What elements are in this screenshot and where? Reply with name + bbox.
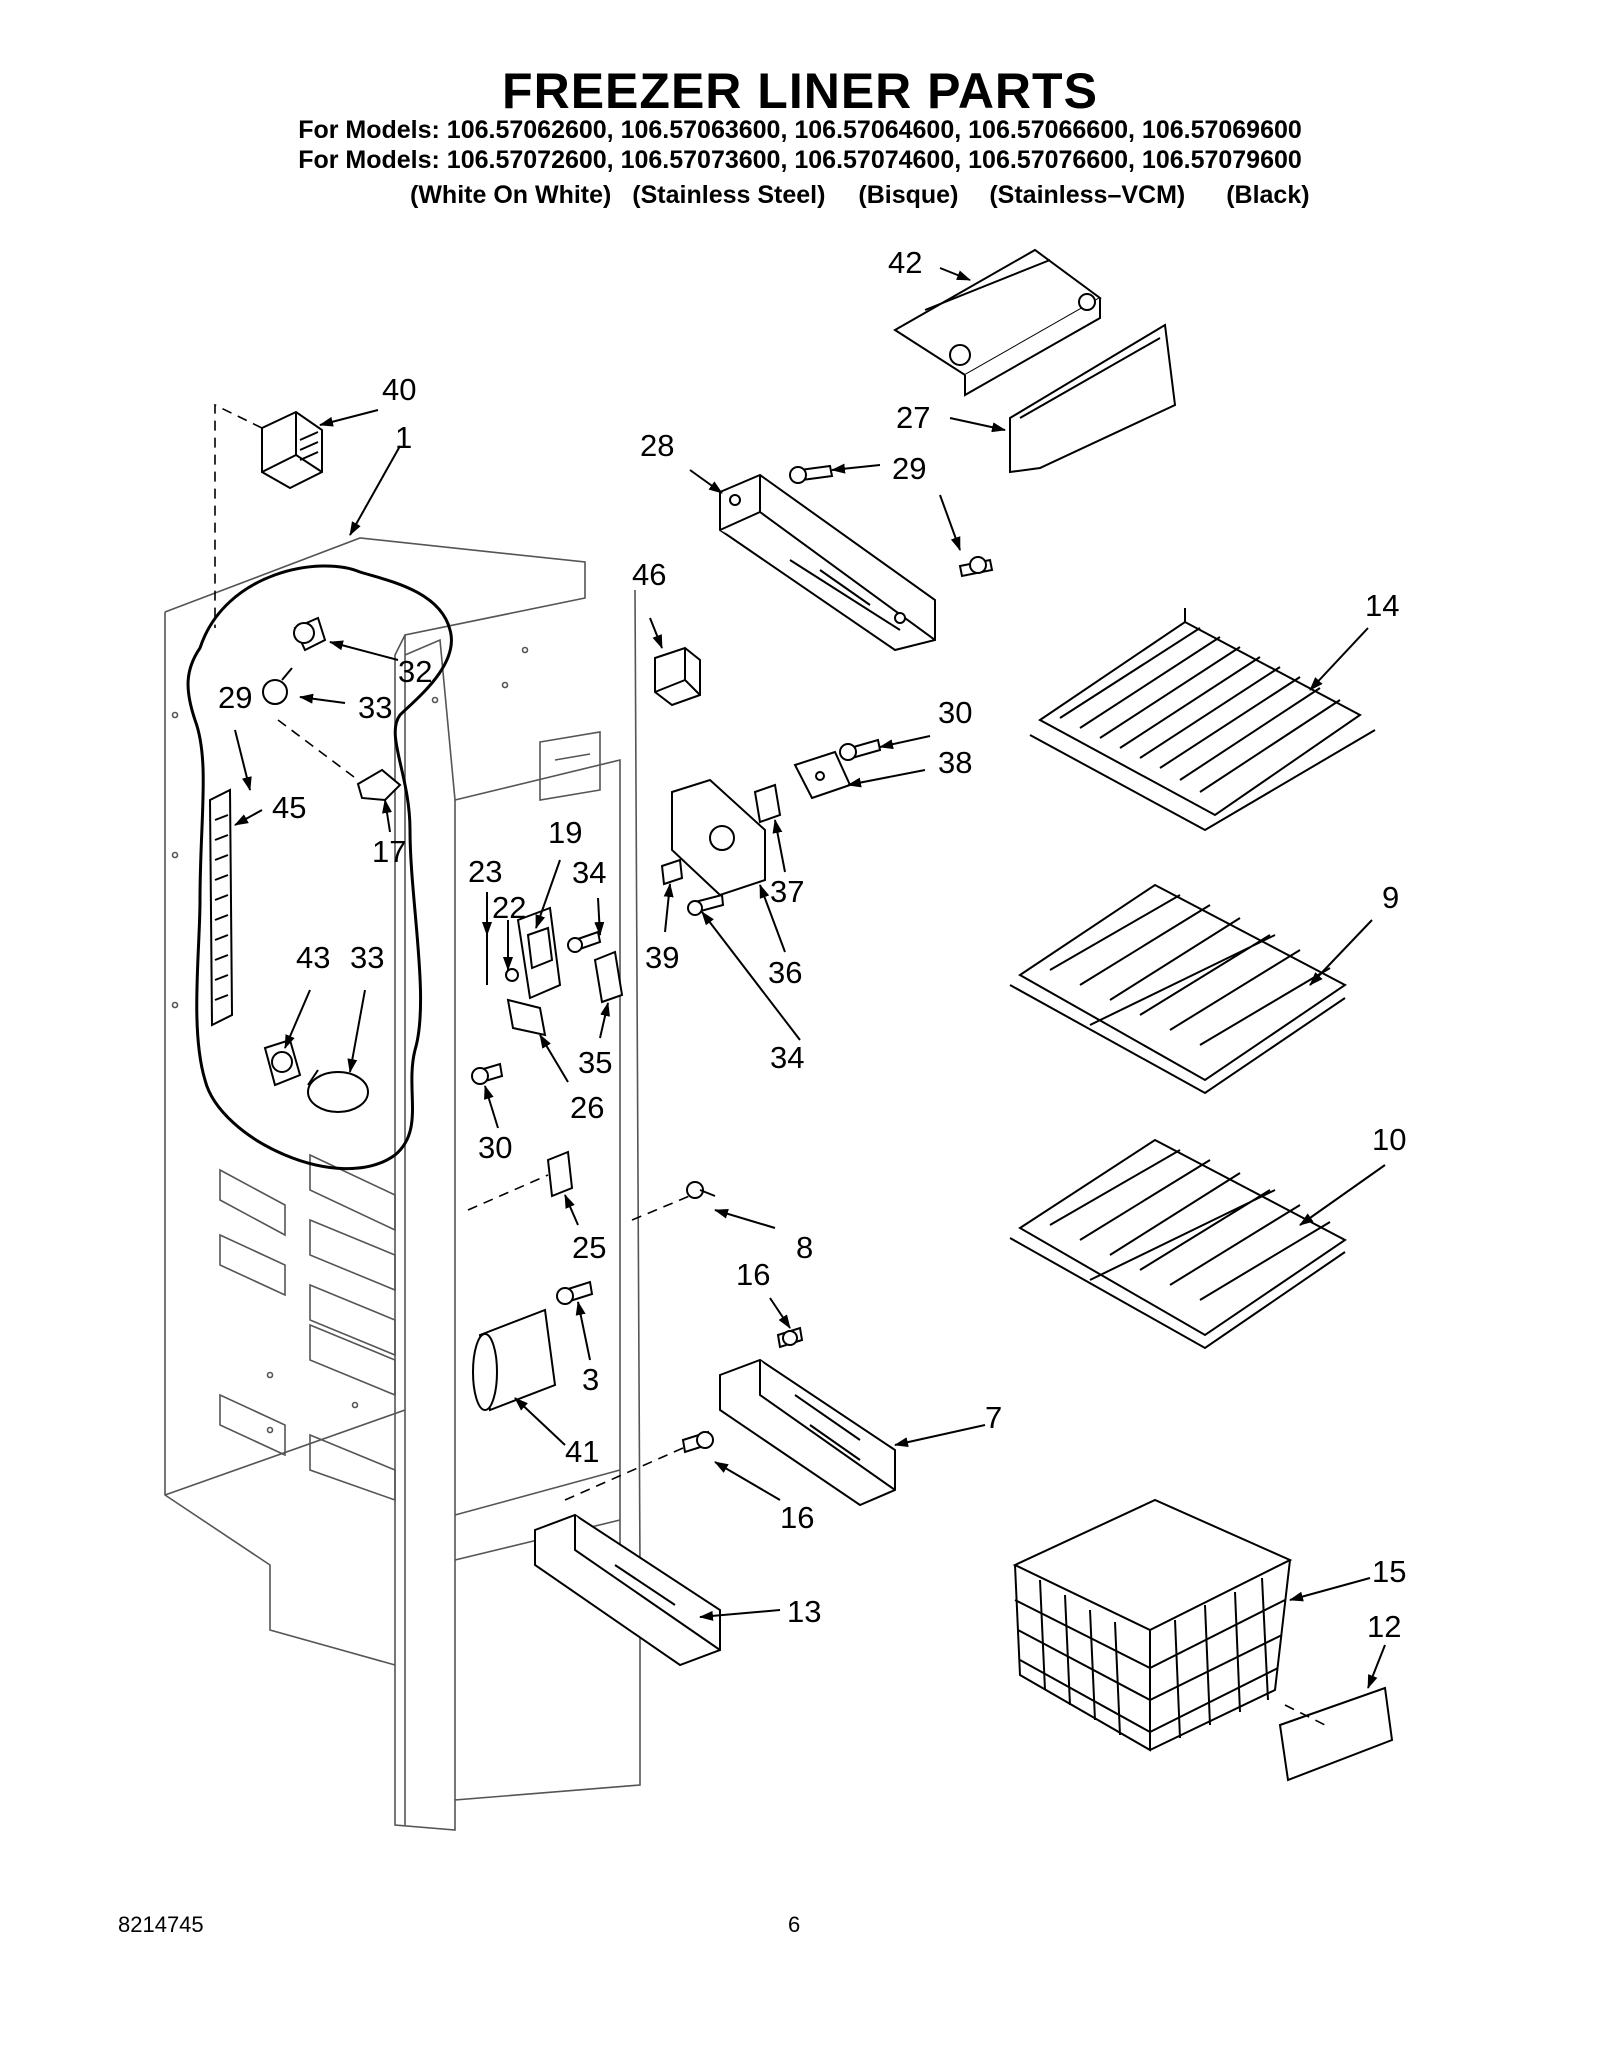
callout-30-lower: 30: [478, 1130, 512, 1165]
callout-7: 7: [985, 1400, 1002, 1435]
document-number: 8214745: [118, 1912, 204, 1937]
callout-13: 13: [787, 1594, 821, 1629]
callout-16-lower: 16: [780, 1500, 814, 1535]
callout-17: 17: [372, 834, 406, 869]
callout-8: 8: [796, 1230, 813, 1265]
callout-labels: 42 27 28 29 40 1 46 14 32 29 33 30 38 45…: [218, 245, 1406, 1644]
callout-42: 42: [888, 245, 922, 280]
callout-39: 39: [645, 940, 679, 975]
dashed-leaders: [214, 403, 1326, 1726]
callout-29-left: 29: [218, 680, 252, 715]
model-list-line-2: For Models: 106.57072600, 106.57073600, …: [298, 146, 1302, 174]
page-title: FREEZER LINER PARTS: [502, 63, 1098, 119]
callout-45: 45: [272, 790, 306, 825]
page-number: 6: [788, 1912, 801, 1937]
part-45-light-shield: [208, 788, 234, 1027]
callout-38: 38: [938, 745, 972, 780]
callout-27: 27: [896, 400, 930, 435]
callout-1: 1: [395, 420, 412, 455]
part-3-screw: [556, 1280, 594, 1305]
callout-46: 46: [632, 557, 666, 592]
callout-26: 26: [570, 1090, 604, 1125]
part-35-clip: [593, 950, 624, 1004]
part-control-housing: [671, 778, 766, 897]
callout-43: 43: [296, 940, 330, 975]
callout-23: 23: [468, 854, 502, 889]
part-46-clip: [654, 646, 701, 707]
callout-25: 25: [572, 1230, 606, 1265]
part-39-knob: [660, 858, 684, 886]
finish-bisque: (Bisque): [858, 181, 959, 209]
part-32-light-socket: [293, 616, 327, 652]
part-38-board: [793, 750, 852, 800]
part-16-screw-2: [681, 1430, 714, 1454]
part-27-cover: [1009, 323, 1177, 474]
part-16-screw: [776, 1326, 804, 1349]
part-37-bracket: [753, 783, 782, 824]
finish-stainless-vcm: (Stainless–VCM): [989, 181, 1186, 209]
finish-white: (White On White): [410, 181, 612, 209]
callout-36: 36: [768, 955, 802, 990]
callout-9: 9: [1382, 880, 1399, 915]
callout-19: 19: [548, 815, 582, 850]
callout-30-top: 30: [938, 695, 972, 730]
part-19-housing: [516, 906, 562, 1000]
part-10-wire-shelf: [1009, 1138, 1347, 1350]
part-8-screw: [686, 1181, 716, 1199]
callout-22: 22: [492, 890, 526, 925]
part-26-board: [506, 998, 547, 1037]
finish-list: (White On White) (Stainless Steel) (Bisq…: [410, 181, 1310, 210]
part-30-screw: [839, 738, 882, 761]
part-29-screw-2: [958, 556, 994, 578]
callout-3: 3: [582, 1362, 599, 1397]
callout-28: 28: [640, 428, 674, 463]
part-17-clip: [356, 768, 402, 802]
part-33-bulb-2: [307, 1069, 369, 1113]
callout-33-top: 33: [358, 690, 392, 725]
callout-10: 10: [1372, 1122, 1406, 1157]
freezer-liner-cabinet: [164, 537, 641, 1831]
finish-black: (Black): [1226, 181, 1310, 209]
callout-41: 41: [565, 1434, 599, 1469]
part-34-screw: [687, 893, 725, 916]
part-7-cover: [719, 1358, 896, 1507]
part-40-clip: [261, 410, 323, 490]
part-28-housing: [719, 473, 936, 652]
part-15-basket: [1012, 1498, 1293, 1752]
callout-37: 37: [770, 874, 804, 909]
callout-14: 14: [1365, 588, 1399, 623]
part-9-wire-shelf: [1009, 883, 1347, 1095]
callout-40: 40: [382, 372, 416, 407]
part-12-basket-front: [1278, 1686, 1394, 1782]
callout-29-top: 29: [892, 451, 926, 486]
callout-16-upper: 16: [736, 1257, 770, 1292]
part-13-cover: [534, 1513, 721, 1667]
callout-12: 12: [1367, 1609, 1401, 1644]
part-30-screw-2: [471, 1062, 504, 1085]
model-list-line-1: For Models: 106.57062600, 106.57063600, …: [298, 116, 1302, 144]
part-25-switch: [546, 1150, 574, 1198]
callout-32: 32: [398, 654, 432, 689]
part-43-light-socket: [263, 1038, 302, 1087]
part-22-spring: [505, 968, 519, 982]
callout-arrows: [234, 267, 1386, 1689]
callout-35: 35: [578, 1045, 612, 1080]
finish-stainless: (Stainless Steel): [632, 181, 826, 209]
part-42-bracket: [893, 248, 1102, 397]
callout-33-lower: 33: [350, 940, 384, 975]
part-41-damper: [472, 1308, 557, 1412]
part-29-screw: [789, 464, 834, 484]
detail-inset-outline: [186, 564, 453, 1171]
callout-34-lower: 34: [770, 1040, 804, 1075]
callout-34-upper: 34: [572, 855, 606, 890]
part-14-glass-shelf: [1029, 608, 1376, 832]
part-33-bulb: [262, 667, 293, 705]
part-34-screw-2: [567, 930, 602, 953]
callout-15: 15: [1372, 1554, 1406, 1589]
